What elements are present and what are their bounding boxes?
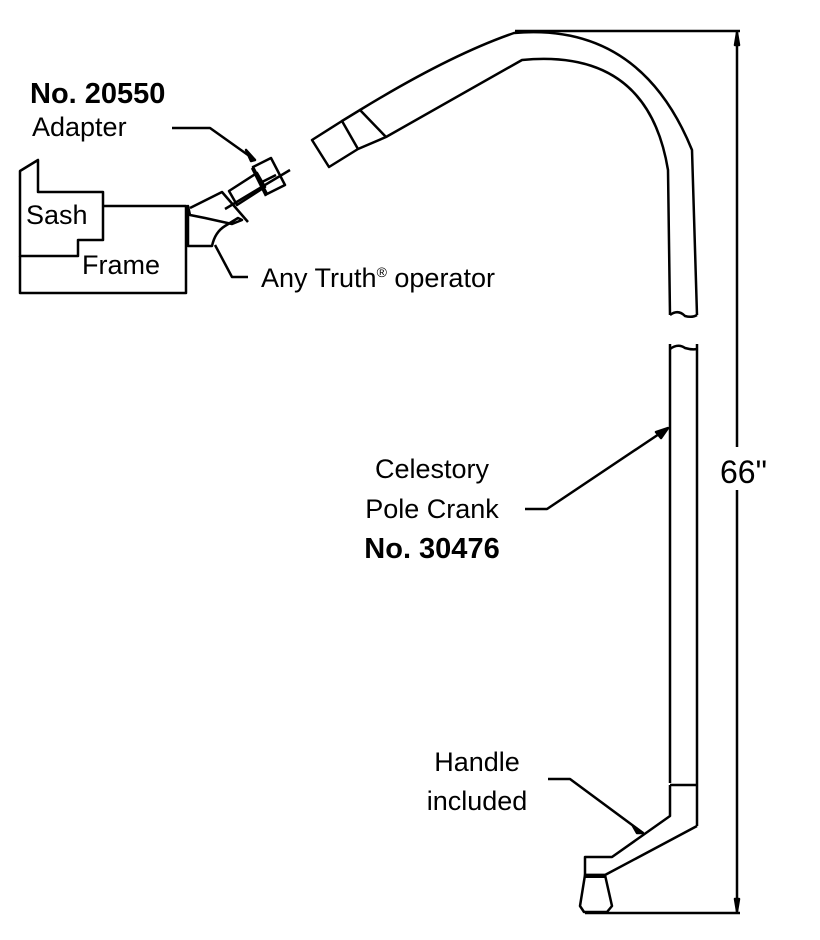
adapter-label: Adapter xyxy=(32,112,127,142)
operator-label: Any Truth® operator xyxy=(261,265,495,292)
operator-leader xyxy=(213,244,248,279)
adapter-part-number: No. 20550 xyxy=(30,78,166,110)
crank-label-line1: Celestory xyxy=(374,454,490,484)
adapter-shape xyxy=(224,156,291,211)
sash-label: Sash xyxy=(26,200,88,230)
adapter-leader xyxy=(172,126,256,162)
registered-mark: ® xyxy=(376,264,387,280)
pole-coupling xyxy=(310,119,360,169)
handle-label-line2: included xyxy=(426,786,528,816)
crank-part-number: No. 30476 xyxy=(364,533,500,565)
operator-label-main: Any Truth xyxy=(261,263,377,293)
dimension-line xyxy=(515,29,740,915)
pole-bottom-top-break xyxy=(669,344,698,351)
frame-label: Frame xyxy=(82,250,161,280)
window-outline xyxy=(18,158,105,258)
handle-leader xyxy=(548,777,644,835)
pole-top-outer xyxy=(359,30,699,316)
handle-label-line1: Handle xyxy=(434,747,520,777)
operator-body xyxy=(186,204,244,248)
crank-leader xyxy=(525,426,669,511)
pole-top-inner xyxy=(385,57,672,316)
handle-knob xyxy=(578,873,614,914)
frame-outline xyxy=(18,204,188,295)
operator-label-suffix: operator xyxy=(386,263,495,293)
crank-label-line2: Pole Crank xyxy=(365,494,499,524)
operator-arm xyxy=(189,190,249,223)
dimension-label: 66" xyxy=(720,454,767,490)
